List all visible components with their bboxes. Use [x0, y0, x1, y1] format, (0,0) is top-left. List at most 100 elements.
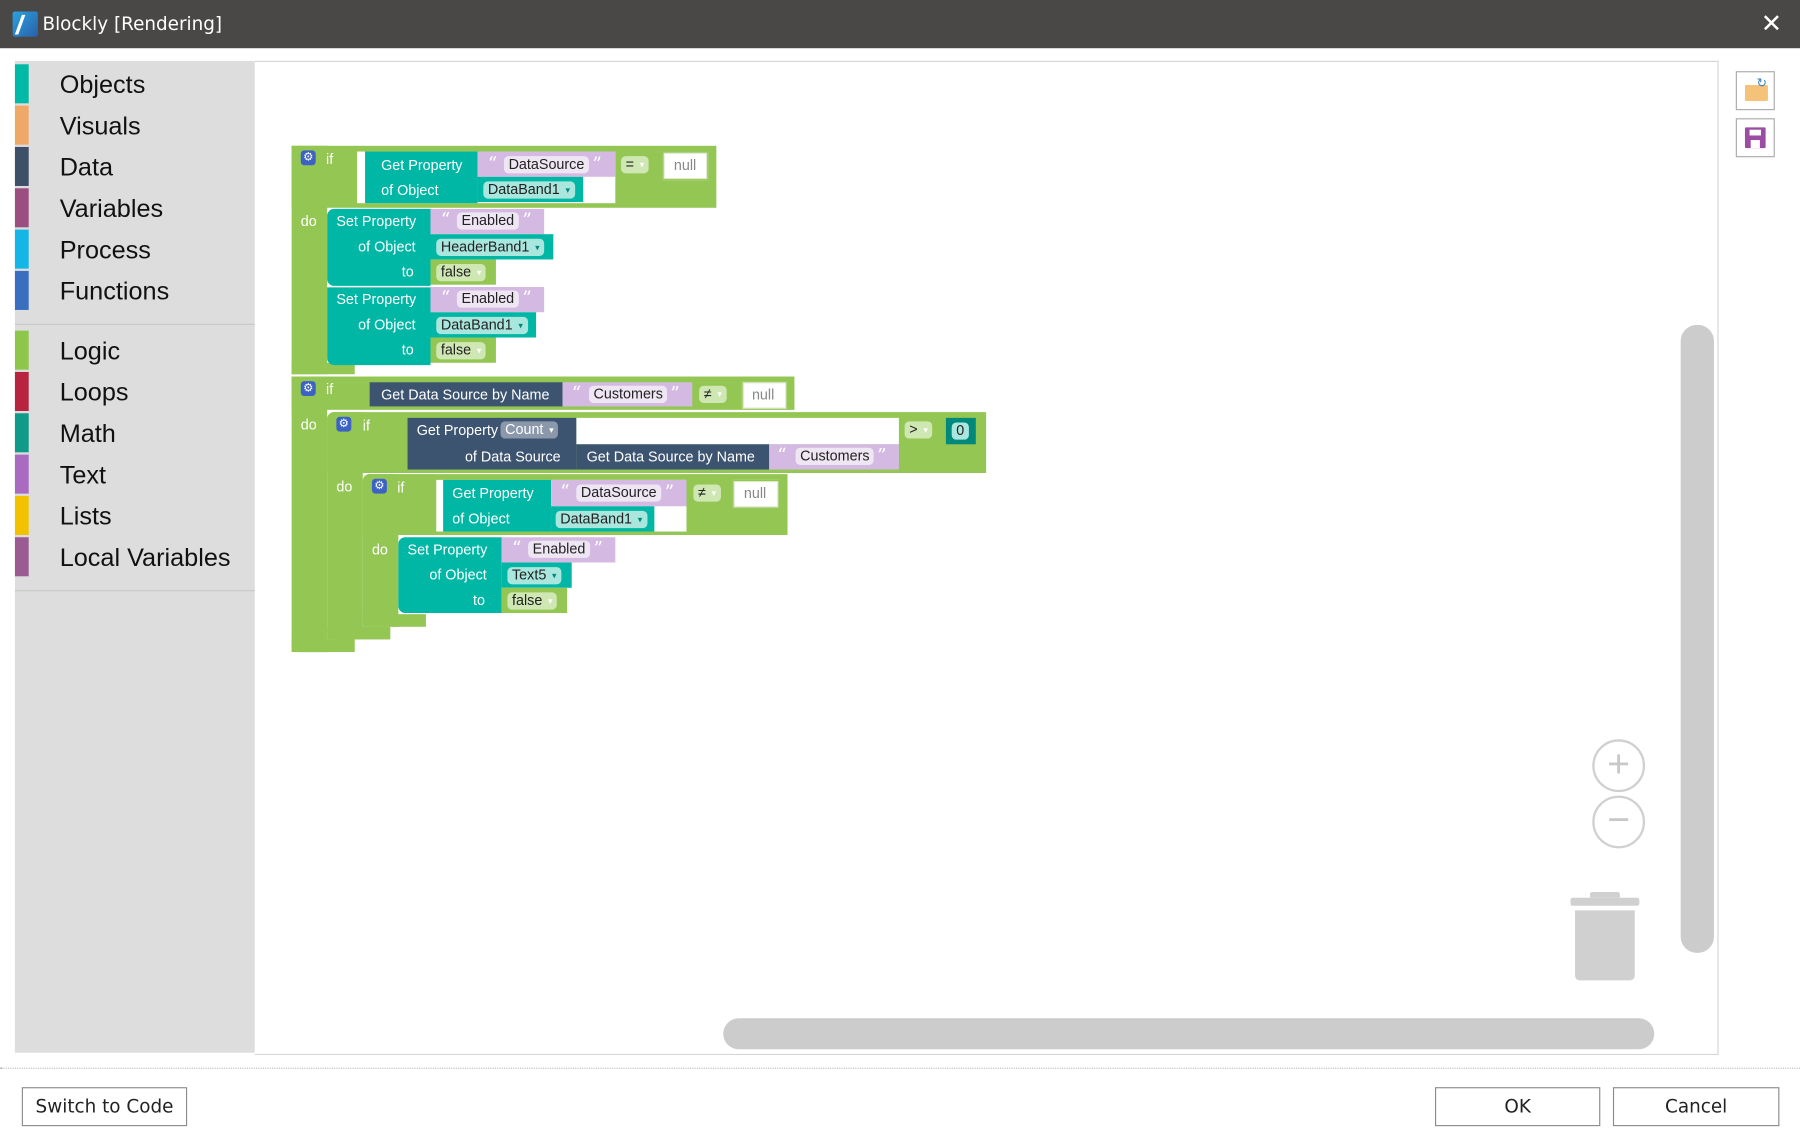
- boolean-dropdown[interactable]: false▾: [436, 264, 487, 282]
- block-label: to: [401, 264, 414, 281]
- null-block[interactable]: [741, 381, 788, 410]
- category-objects[interactable]: Objects: [14, 64, 255, 104]
- boolean-dropdown[interactable]: false▾: [507, 592, 558, 610]
- quote-close: ”: [670, 382, 680, 405]
- object-dropdown[interactable]: HeaderBand1▾: [436, 238, 545, 257]
- toolbox: Objects Visuals Data Variables Process F…: [14, 60, 255, 1053]
- block-label: of Object: [429, 567, 487, 584]
- category-color-swatch: [14, 371, 29, 411]
- null-label: null: [743, 485, 767, 502]
- operator-dropdown[interactable]: ≠▾: [693, 484, 721, 502]
- block-label: Set Property: [336, 291, 417, 308]
- switch-to-code-button[interactable]: Switch to Code: [21, 1087, 188, 1127]
- block-label: of Data Source: [464, 448, 561, 465]
- null-block[interactable]: [732, 479, 780, 509]
- number-field[interactable]: 0: [951, 422, 969, 440]
- if-label: if: [397, 479, 405, 496]
- do-label: do: [371, 541, 388, 558]
- quote-open: “: [777, 444, 787, 467]
- trash-icon[interactable]: [1570, 891, 1640, 982]
- category-color-swatch: [14, 495, 29, 535]
- object-dropdown[interactable]: Text5▾: [507, 567, 562, 585]
- text-field[interactable]: Enabled: [456, 212, 519, 230]
- quote-open: “: [571, 382, 582, 405]
- category-label: Data: [59, 152, 114, 182]
- category-color-swatch: [14, 454, 29, 494]
- footer-divider: [0, 1067, 1800, 1069]
- operator-dropdown[interactable]: >▾: [904, 421, 933, 439]
- zoom-in-icon[interactable]: +: [1592, 739, 1646, 793]
- boolean-dropdown[interactable]: false▾: [436, 342, 487, 360]
- close-icon[interactable]: ✕: [1760, 9, 1782, 38]
- if-label: if: [326, 381, 334, 398]
- text-field[interactable]: DataSource: [503, 156, 589, 174]
- blockly-workspace[interactable]: ⚙ if Get Property of Object “ DataSource…: [254, 60, 1719, 1056]
- get-property-block[interactable]: [365, 151, 478, 204]
- category-label: Loops: [59, 377, 129, 407]
- set-property-block[interactable]: [327, 208, 431, 286]
- category-loops[interactable]: Loops: [14, 371, 255, 411]
- set-property-block[interactable]: [398, 537, 502, 614]
- cancel-button[interactable]: Cancel: [1612, 1087, 1780, 1127]
- text-field[interactable]: DataSource: [576, 484, 662, 502]
- get-property-block[interactable]: [443, 479, 552, 532]
- category-visuals[interactable]: Visuals: [14, 105, 255, 145]
- category-math[interactable]: Math: [14, 413, 255, 453]
- gear-icon[interactable]: ⚙: [371, 478, 387, 494]
- ok-button[interactable]: OK: [1435, 1087, 1601, 1127]
- object-dropdown[interactable]: DataBand1▾: [483, 181, 575, 199]
- category-lists[interactable]: Lists: [14, 495, 255, 535]
- category-local-variables[interactable]: Local Variables: [14, 537, 255, 577]
- null-label: null: [673, 157, 697, 174]
- category-color-swatch: [14, 330, 29, 370]
- save-icon: [1744, 127, 1766, 149]
- property-dropdown[interactable]: Count▾: [500, 421, 559, 439]
- title-bar: Blockly [Rendering] ✕: [0, 0, 1800, 49]
- object-dropdown[interactable]: DataBand1▾: [436, 316, 528, 335]
- category-separator: [14, 323, 255, 325]
- open-button[interactable]: ↻: [1735, 71, 1775, 111]
- gear-icon[interactable]: ⚙: [300, 150, 316, 166]
- operator-dropdown[interactable]: ≠▾: [699, 385, 727, 403]
- quote-open: “: [512, 537, 522, 560]
- category-label: Lists: [59, 501, 112, 531]
- category-logic[interactable]: Logic: [14, 330, 255, 370]
- object-dropdown[interactable]: DataBand1▾: [555, 510, 647, 529]
- operator-dropdown[interactable]: =▾: [621, 156, 649, 174]
- window-title: Blockly [Rendering]: [42, 12, 223, 35]
- gear-icon[interactable]: ⚙: [336, 416, 352, 432]
- save-button[interactable]: [1735, 118, 1775, 158]
- block-label: of Object: [358, 316, 416, 333]
- category-color-swatch: [14, 229, 29, 269]
- quote-open: “: [487, 152, 498, 175]
- category-functions[interactable]: Functions: [14, 270, 255, 310]
- do-label: do: [300, 416, 317, 433]
- zoom-out-icon[interactable]: −: [1592, 795, 1646, 849]
- text-field[interactable]: Enabled: [528, 540, 590, 558]
- dropdown-value: false: [440, 264, 472, 281]
- vertical-scrollbar[interactable]: [1680, 324, 1714, 953]
- dropdown-value: Count: [505, 421, 544, 438]
- category-color-swatch: [14, 105, 29, 145]
- category-label: Process: [59, 235, 151, 265]
- get-data-source-by-name-block[interactable]: [369, 382, 563, 407]
- dropdown-value: ≠: [697, 484, 706, 501]
- get-data-source-by-name-block[interactable]: [576, 444, 770, 470]
- category-variables[interactable]: Variables: [14, 188, 255, 228]
- category-label: Objects: [59, 70, 146, 99]
- dropdown-value: DataBand1: [560, 510, 633, 527]
- block-label: of Object: [358, 238, 416, 255]
- text-field[interactable]: Customers: [795, 447, 875, 465]
- null-block[interactable]: [662, 151, 709, 181]
- category-label: Text: [59, 460, 107, 490]
- category-text[interactable]: Text: [14, 454, 255, 494]
- gear-icon[interactable]: ⚙: [300, 381, 316, 397]
- dropdown-value: >: [909, 421, 918, 438]
- text-field[interactable]: Enabled: [456, 290, 519, 308]
- category-process[interactable]: Process: [14, 229, 255, 269]
- set-property-block[interactable]: [327, 287, 431, 366]
- block-label: Set Property: [407, 541, 488, 558]
- category-data[interactable]: Data: [14, 146, 255, 186]
- horizontal-scrollbar[interactable]: [723, 1018, 1655, 1050]
- text-field[interactable]: Customers: [588, 385, 668, 403]
